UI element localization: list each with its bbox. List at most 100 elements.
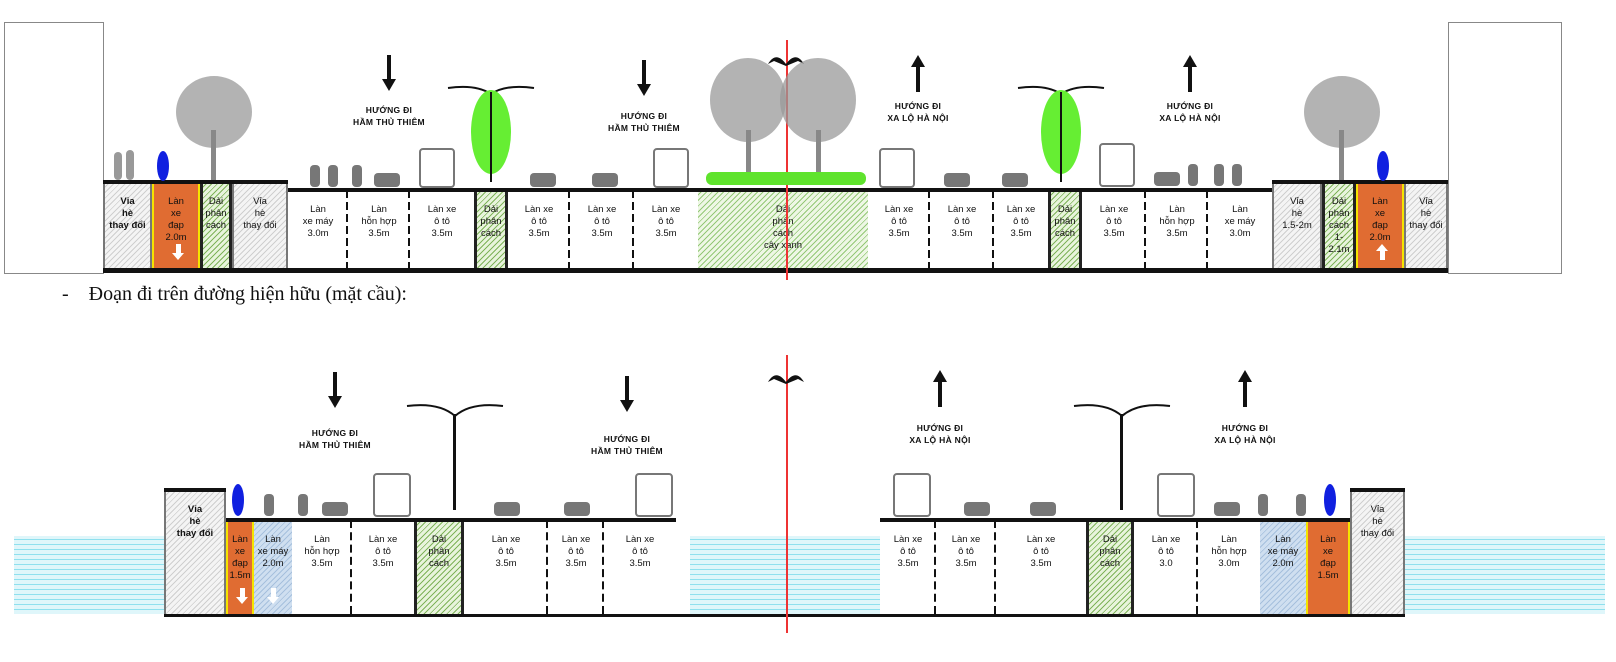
lane-median: Dải phân cách [414, 520, 464, 614]
vehicles-icon [893, 473, 1056, 517]
road-surface [348, 188, 410, 192]
road-surface [508, 188, 570, 192]
road-surface [232, 180, 288, 184]
lane-label: Làn xe máy 3.0m [302, 204, 334, 239]
road-surface [634, 188, 698, 192]
lane-label: Làn xe ô tô 3.0 [1151, 534, 1181, 569]
centerline [786, 355, 788, 633]
cyclist-icon [157, 151, 169, 181]
lane-label: Làn xe ô tô 3.5m [1026, 534, 1056, 569]
cyclist-icon [1377, 151, 1389, 181]
lane-label: Vỉa hè 1.5-2m [1282, 196, 1312, 231]
lane-sidewalk: Vỉa hè thay đổi [1404, 182, 1448, 270]
lane-label: Dải phân cách 1-2.1m [1328, 196, 1350, 255]
lane-white: Làn xe máy 3.0m [288, 190, 348, 270]
lane-label: Làn hỗn hợp 3.0m [1211, 534, 1247, 569]
centerline [786, 40, 788, 280]
tree-icon [176, 76, 252, 180]
lane-label: Dải phân cách [480, 204, 502, 239]
street-lamp-icon [1073, 404, 1171, 510]
water-left [14, 536, 164, 614]
lane-label: Vỉa hè thay đổi [1360, 504, 1395, 539]
lane-white: Làn xe ô tô 3.5m [604, 520, 676, 614]
lane-sidewalk: Vỉa hè thay đổi [164, 490, 226, 614]
road-surface [1260, 518, 1306, 522]
road-surface [352, 518, 414, 522]
water-middle [690, 536, 880, 614]
lane-label: Làn hỗn hợp 3.5m [304, 534, 340, 569]
lane-white: Làn xe máy 3.0m [1208, 190, 1272, 270]
pedestrians-icon [114, 150, 134, 180]
lane-label: Làn xe ô tô 3.5m [427, 204, 457, 239]
lane-label: Làn xe đạp 1.5m [229, 534, 251, 581]
lane-median: Dải phân cách [1086, 520, 1134, 614]
lane-label: Vỉa hè thay đổi [1409, 196, 1443, 231]
street-lamp-with-tree-icon [1017, 85, 1105, 182]
vehicles-icon [232, 473, 411, 517]
lane-sidewalk: Vỉa hè 1.5-2m [1272, 182, 1322, 270]
lane-bike: Làn xe đạp 2.0m [152, 182, 200, 270]
lane-sidewalk: Vỉa hè thay đổi [103, 182, 152, 270]
lane-white: Làn xe ô tô 3.5m [930, 190, 994, 270]
lane-white: Làn xe ô tô 3.5m [994, 190, 1048, 270]
road-surface [936, 518, 996, 522]
road-surface [200, 180, 232, 184]
building-left [4, 22, 104, 274]
lane-white: Làn xe ô tô 3.5m [410, 190, 474, 270]
lane-label: Làn xe ô tô 3.5m [368, 534, 398, 569]
lane-label: Làn xe máy 2.0m [257, 534, 289, 569]
road-surface [1134, 518, 1198, 522]
bird-axis-icon [768, 375, 804, 384]
lane-label: Làn xe ô tô 3.5m [587, 204, 617, 239]
lane-label: Làn xe đạp 2.0m [165, 196, 187, 243]
lane-label: Dải phân cách cây xanh [763, 204, 803, 251]
lane-white: Làn xe ô tô 3.5m [508, 190, 570, 270]
lane-white: Làn xe ô tô 3.5m [1082, 190, 1146, 270]
lane-label: Làn xe ô tô 3.5m [524, 204, 554, 239]
road-surface [1048, 188, 1082, 192]
road-surface [868, 188, 930, 192]
road-surface [464, 518, 548, 522]
road-surface [1082, 188, 1146, 192]
tree-icon [1304, 76, 1380, 180]
direction-label: HƯỚNG ĐI XA LỘ HÀ NỘI [1214, 423, 1276, 445]
direction-label: HƯỚNG ĐI HẦM THỦ THIÊM [608, 111, 680, 133]
road-surface [288, 188, 348, 192]
lane-label: Làn hỗn hợp 3.5m [1159, 204, 1195, 239]
lane-white: Làn xe ô tô 3.5m [464, 520, 548, 614]
vehicles-icon [1099, 143, 1242, 187]
bird-axis-icon [768, 57, 804, 66]
road-surface [410, 188, 474, 192]
lane-white: Làn xe ô tô 3.5m [634, 190, 698, 270]
lane-white: Làn hỗn hợp 3.5m [1146, 190, 1208, 270]
road-surface [1404, 180, 1448, 184]
lane-bike: Làn xe đạp 1.5m [1306, 520, 1350, 614]
building-right [1448, 22, 1562, 274]
lane-label: Làn xe ô tô 3.5m [1099, 204, 1129, 239]
lane-label: Làn xe máy 2.0m [1267, 534, 1299, 569]
street-lamp-with-tree-icon [447, 85, 535, 182]
lane-label: Làn xe ô tô 3.5m [561, 534, 591, 569]
water-right [1405, 536, 1605, 614]
lane-label: Làn xe đạp 2.0m [1369, 196, 1391, 243]
road-surface [1356, 180, 1404, 184]
road-surface [226, 518, 254, 522]
lane-label: Làn xe ô tô 3.5m [947, 204, 977, 239]
vehicles-icon [1157, 473, 1336, 517]
lane-white: Làn xe ô tô 3.5m [868, 190, 930, 270]
lane-label: Làn xe ô tô 3.5m [625, 534, 655, 569]
lane-label: Làn xe đạp 1.5m [1317, 534, 1339, 581]
road-surface [103, 180, 152, 184]
lane-moto: Làn xe máy 2.0m [1260, 520, 1306, 614]
road-surface [292, 518, 352, 522]
lane-white: Làn hỗn hợp 3.0m [1198, 520, 1260, 614]
lane-sidewalk: Vỉa hè thay đổi [232, 182, 288, 270]
direction-label: HƯỚNG ĐI XA LỘ HÀ NỘI [887, 101, 949, 123]
lane-white: Làn xe ô tô 3.5m [936, 520, 996, 614]
road-surface [996, 518, 1086, 522]
lane-label: Làn xe ô tô 3.5m [1006, 204, 1036, 239]
lane-label: Vỉa hè thay đổi [109, 196, 146, 231]
road-surface [994, 188, 1048, 192]
lane-white: Làn hỗn hợp 3.5m [348, 190, 410, 270]
lane-median: Dải phân cách [474, 190, 508, 270]
